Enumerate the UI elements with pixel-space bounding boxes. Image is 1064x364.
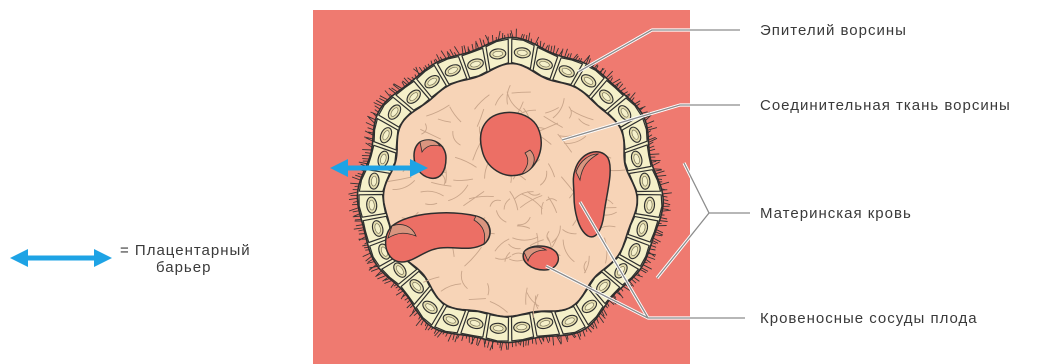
label-fetal-vessels: Кровеносные сосуды плода: [760, 310, 978, 327]
label-connective-tissue: Соединительная ткань ворсины: [760, 97, 1011, 114]
label-maternal-blood: Материнская кровь: [760, 205, 912, 222]
label-epithelium: Эпителий ворсины: [760, 22, 907, 39]
legend-label-line2: барьер: [156, 259, 211, 276]
legend-double-arrow-icon: [10, 249, 112, 267]
legend-label-line1: = Плацентарный: [120, 242, 251, 259]
